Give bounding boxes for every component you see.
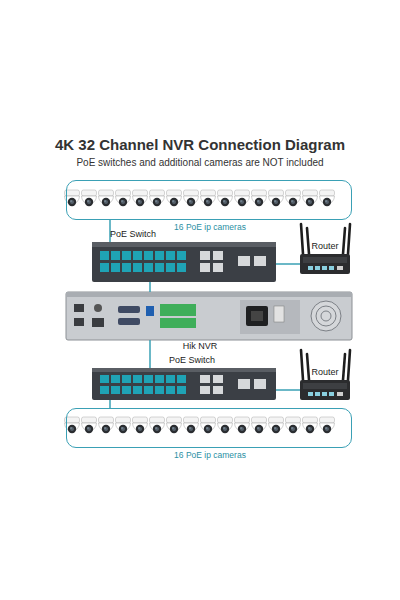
- poe-switch: PoE Switch: [92, 242, 276, 282]
- cable-connector: [150, 340, 151, 368]
- cable-connector: [150, 282, 151, 292]
- cable-line: [149, 340, 151, 368]
- group-caption: 16 PoE ip cameras: [174, 222, 246, 233]
- cable-line: [109, 400, 111, 408]
- nvr-recorder: Hik NVR: [66, 292, 352, 340]
- router: Router: [300, 254, 350, 274]
- cable-line: [276, 263, 300, 265]
- router: Router: [300, 380, 350, 400]
- camera-group: 16 PoE ip cameras: [66, 180, 352, 220]
- device-label: Router: [311, 241, 338, 252]
- cable-line: [149, 282, 151, 292]
- device-label: Router: [311, 367, 338, 378]
- subtitle-note: PoE switches and additional cameras are …: [0, 157, 400, 168]
- device-label: PoE Switch: [169, 355, 215, 366]
- device-label: Hik NVR: [183, 341, 218, 352]
- cable-line: [276, 389, 300, 391]
- diagram-title: 4K 32 Channel NVR Connection Diagram: [0, 136, 400, 153]
- camera-group: 16 PoE ip cameras: [66, 408, 352, 448]
- poe-switch: PoE Switch: [92, 368, 276, 400]
- cable-connector: [276, 390, 300, 391]
- device-label: PoE Switch: [110, 229, 156, 240]
- cable-connector: [110, 400, 111, 408]
- cable-connector: [276, 264, 300, 265]
- group-caption: 16 PoE ip cameras: [174, 450, 246, 461]
